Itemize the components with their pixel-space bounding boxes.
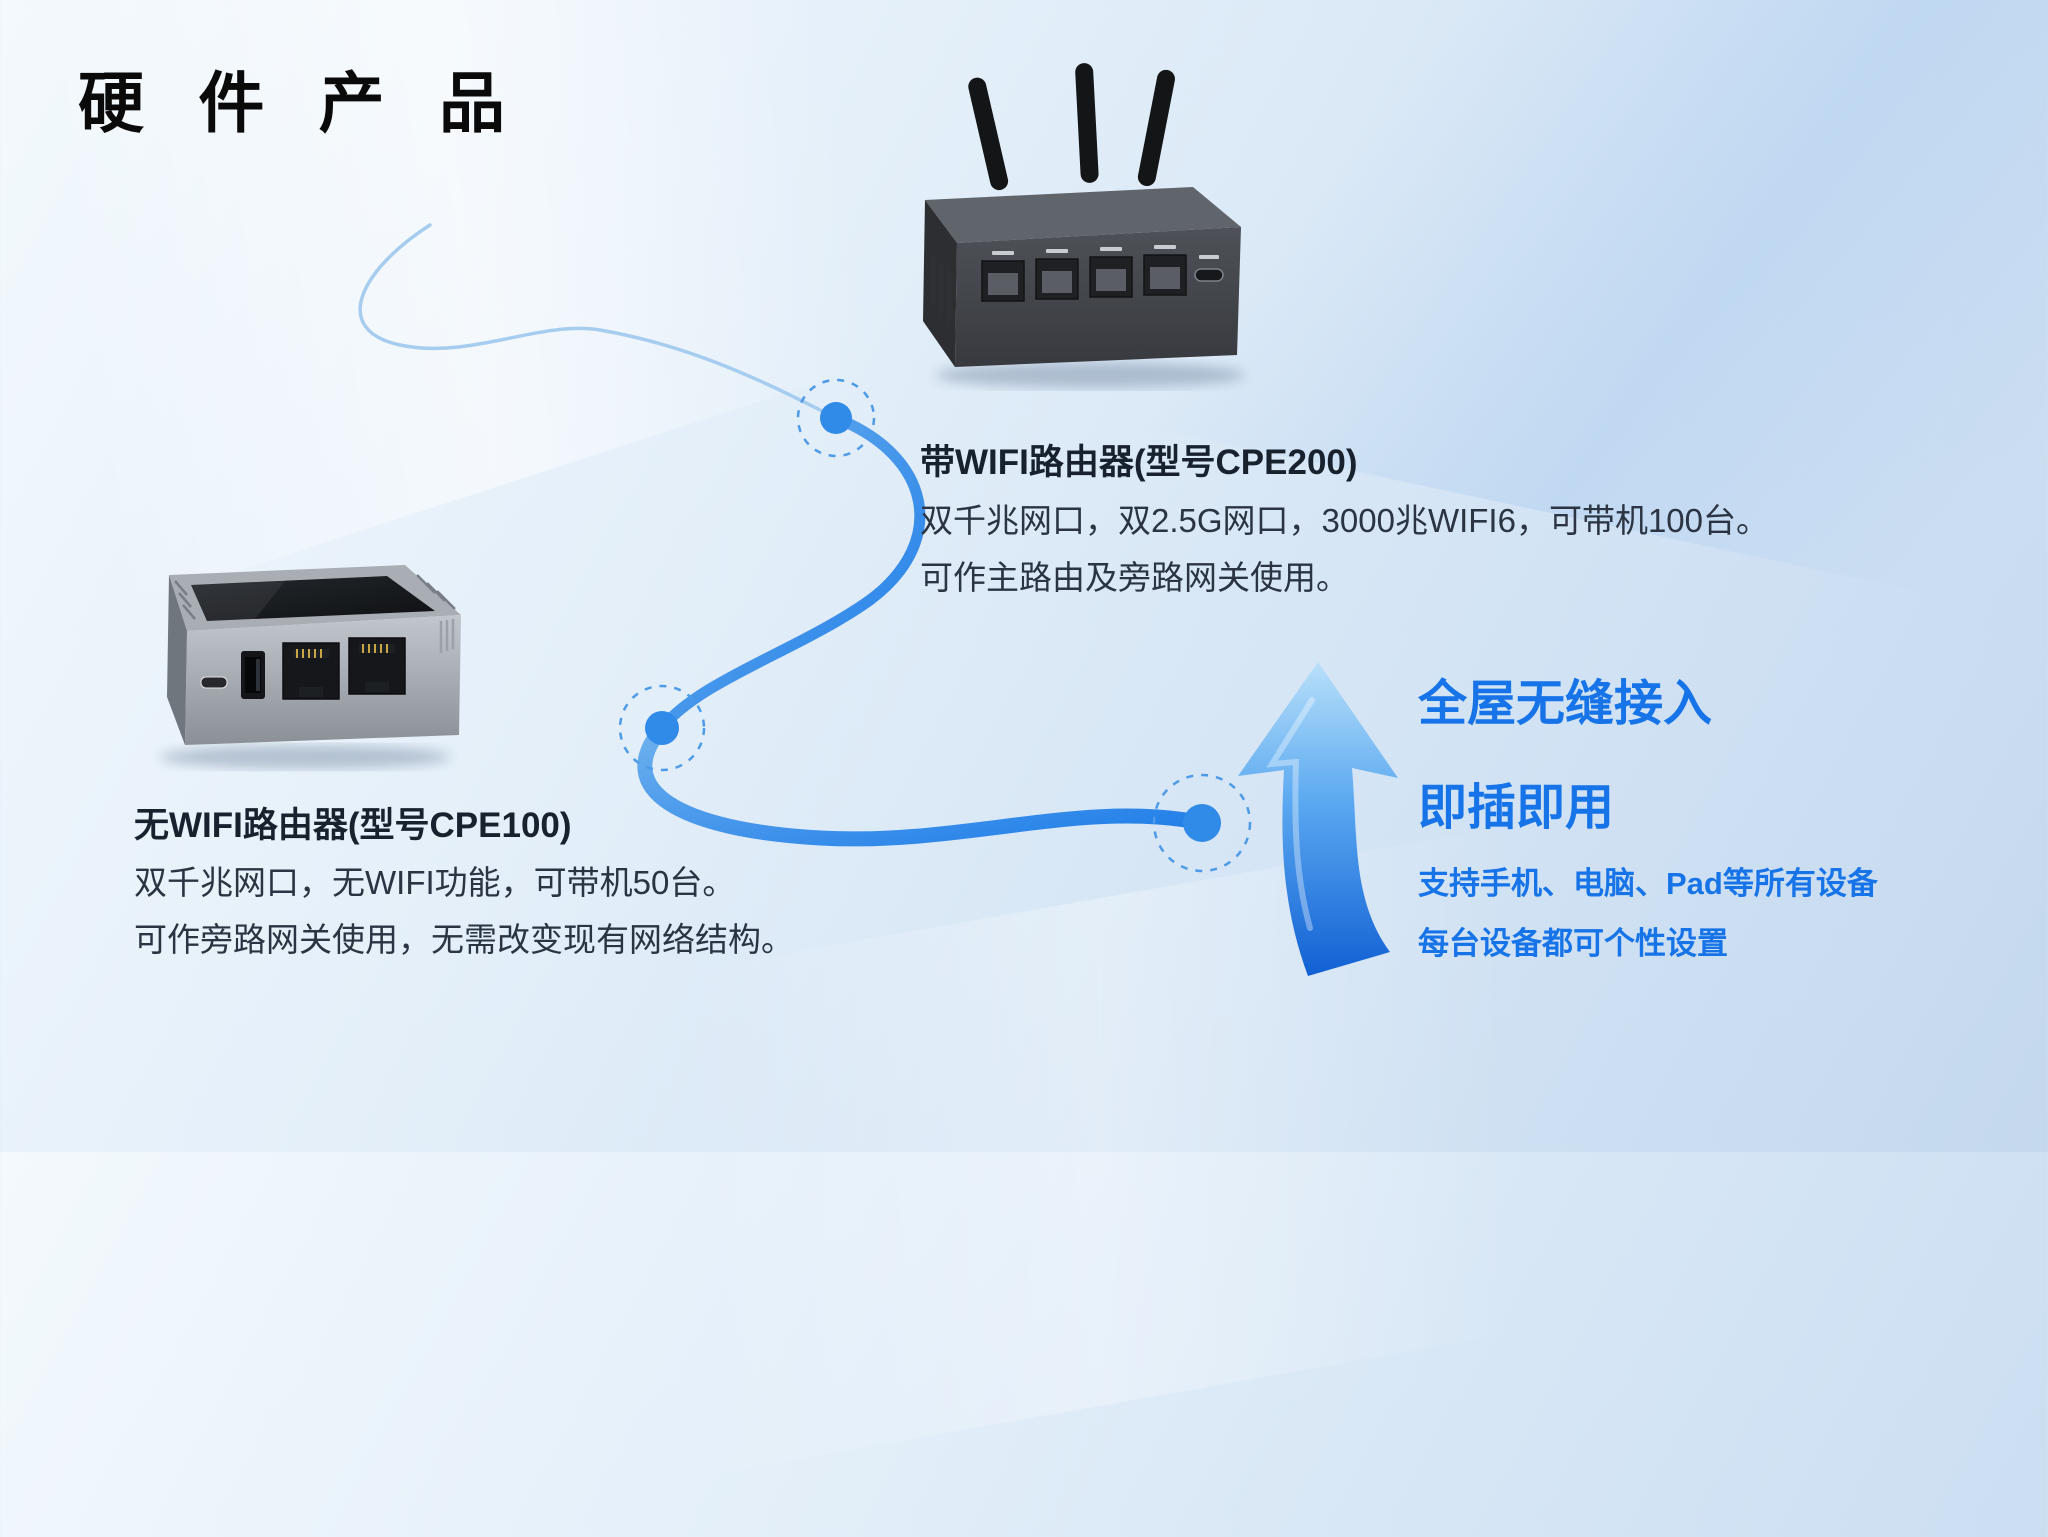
benefit-detail-1: 支持手机、电脑、Pad等所有设备 <box>1418 866 1878 901</box>
cpe100-description-line1: 双千兆网口，无WIFI功能，可带机50台。 <box>134 864 736 901</box>
router-shadow <box>935 362 1245 388</box>
heatsink-fins <box>174 574 456 620</box>
connector-node-3 <box>1152 773 1252 873</box>
connector-curve-main <box>637 720 1206 847</box>
heatsink-fins <box>439 619 455 653</box>
page-title: 硬 件 产 品 <box>78 66 524 140</box>
panel-sheen <box>191 581 285 621</box>
up-arrow-icon <box>1238 662 1398 976</box>
cpe200-description-line2: 可作主路由及旁路网关使用。 <box>920 559 1349 596</box>
cpe200-description-line1: 双千兆网口，双2.5G网口，3000兆WIFI6，可带机100台。 <box>920 502 1770 539</box>
cpe100-product-name: 无WIFI路由器(型号CPE100) <box>134 806 572 845</box>
usb-c-port <box>200 676 228 689</box>
router-cpe100-image <box>160 565 461 769</box>
benefit-headline-1: 全屋无缝接入 <box>1418 677 1713 731</box>
antenna-icon <box>968 63 1175 191</box>
cpe200-product-name: 带WIFI路由器(型号CPE200) <box>920 443 1358 482</box>
ethernet-ports <box>282 637 406 700</box>
ethernet-ports <box>981 245 1187 302</box>
benefit-detail-2: 每台设备都可个性设置 <box>1418 926 1728 961</box>
connector-node-2 <box>618 684 706 772</box>
router-cpe200-image <box>923 63 1245 388</box>
connector-curve-thin <box>358 223 834 418</box>
router-shadow <box>160 745 450 769</box>
router-side-face <box>167 575 187 745</box>
usb-a-port <box>241 651 265 699</box>
benefit-headline-2: 即插即用 <box>1418 781 1615 835</box>
vent-slats <box>931 255 951 327</box>
connector-curve-main <box>656 412 926 734</box>
usb-c-port <box>1194 255 1224 282</box>
cpe100-description-line2: 可作旁路网关使用，无需改变现有网络结构。 <box>134 921 794 958</box>
router-top-panel <box>191 576 435 621</box>
connector-node-1 <box>796 378 876 458</box>
router-top-face <box>925 187 1241 243</box>
